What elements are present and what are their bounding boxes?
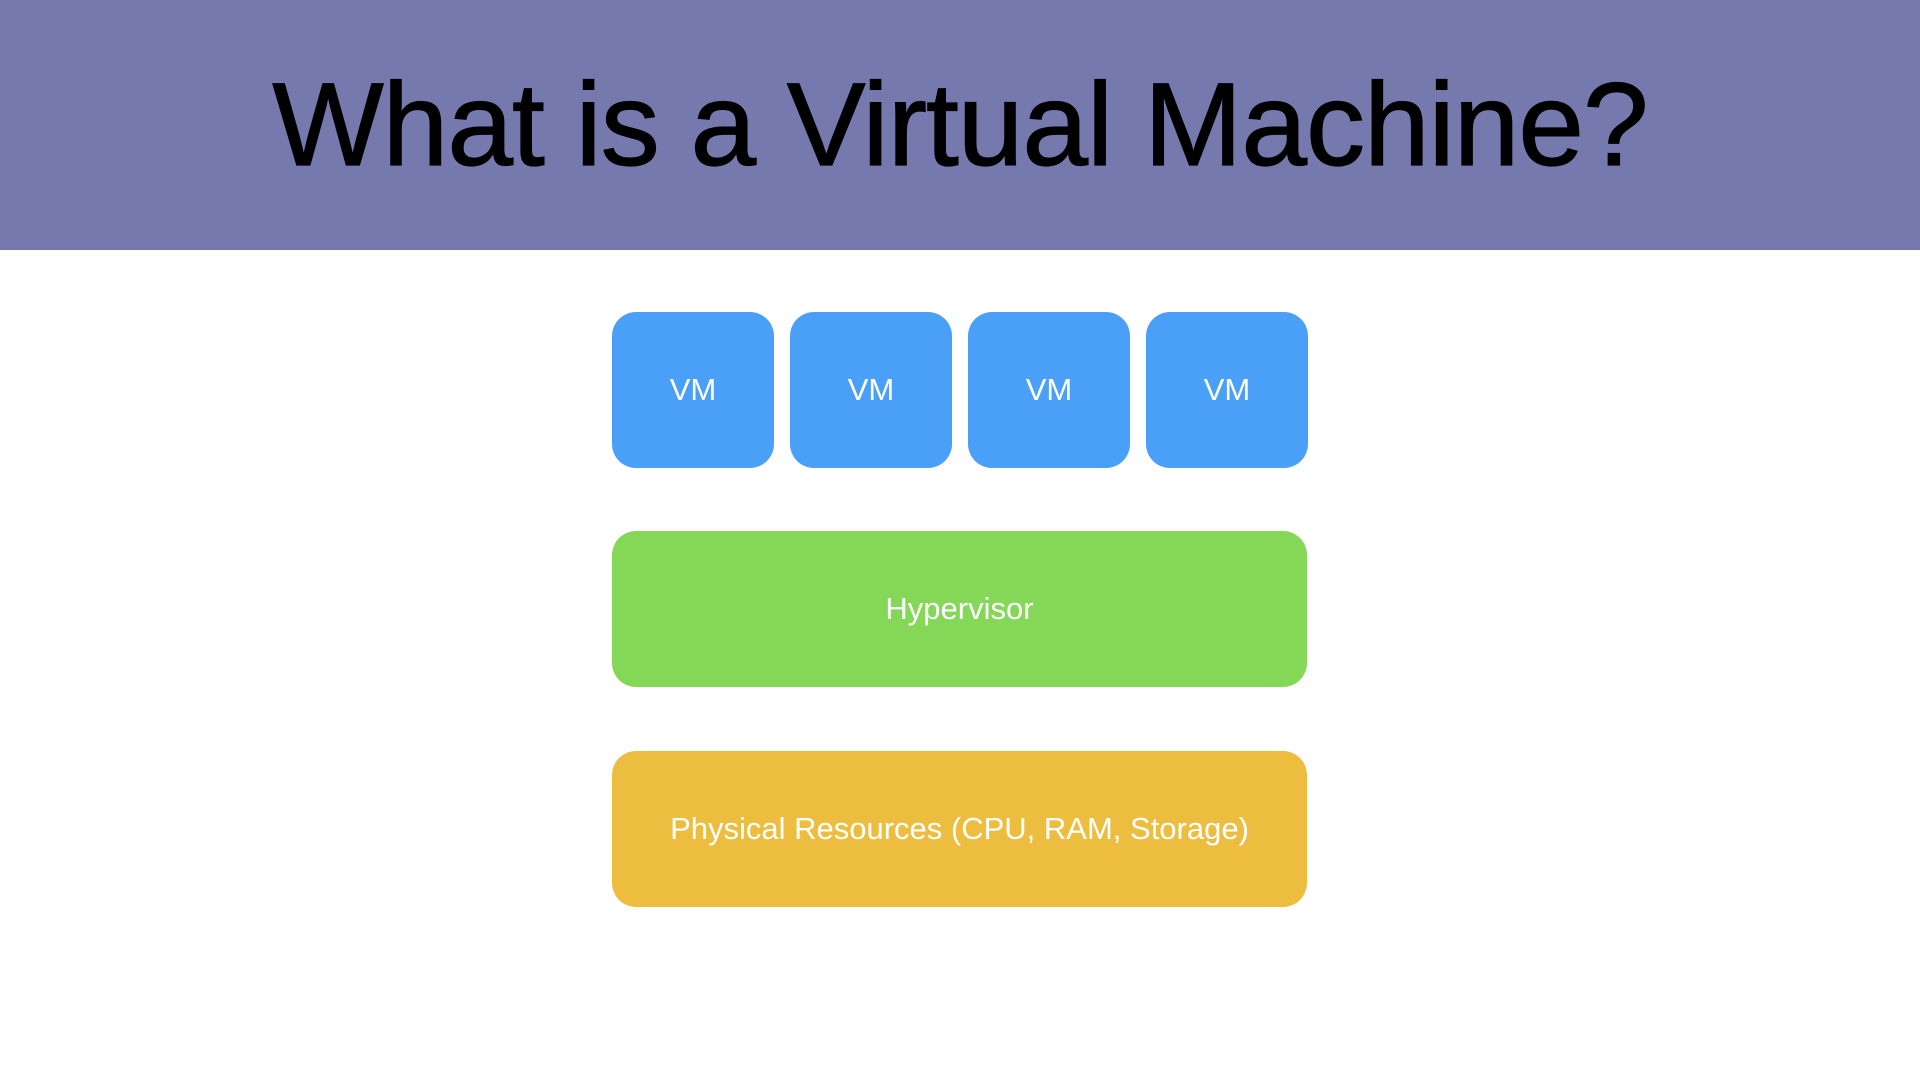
- vm-label: VM: [1025, 372, 1073, 407]
- hypervisor-label: Hypervisor: [885, 591, 1034, 626]
- vm-label: VM: [669, 372, 717, 407]
- hypervisor-layer: Hypervisor: [612, 531, 1307, 687]
- physical-resources-layer: Physical Resources (CPU, RAM, Storage): [612, 751, 1307, 907]
- vm-label: VM: [847, 372, 895, 407]
- slide-title: What is a Virtual Machine?: [272, 58, 1650, 191]
- title-banner: What is a Virtual Machine?: [0, 0, 1920, 250]
- vm-box-3: VM: [968, 312, 1130, 468]
- physical-resources-label: Physical Resources (CPU, RAM, Storage): [670, 811, 1249, 846]
- vm-box-1: VM: [612, 312, 774, 468]
- vm-box-4: VM: [1146, 312, 1308, 468]
- vm-label: VM: [1203, 372, 1251, 407]
- vm-box-2: VM: [790, 312, 952, 468]
